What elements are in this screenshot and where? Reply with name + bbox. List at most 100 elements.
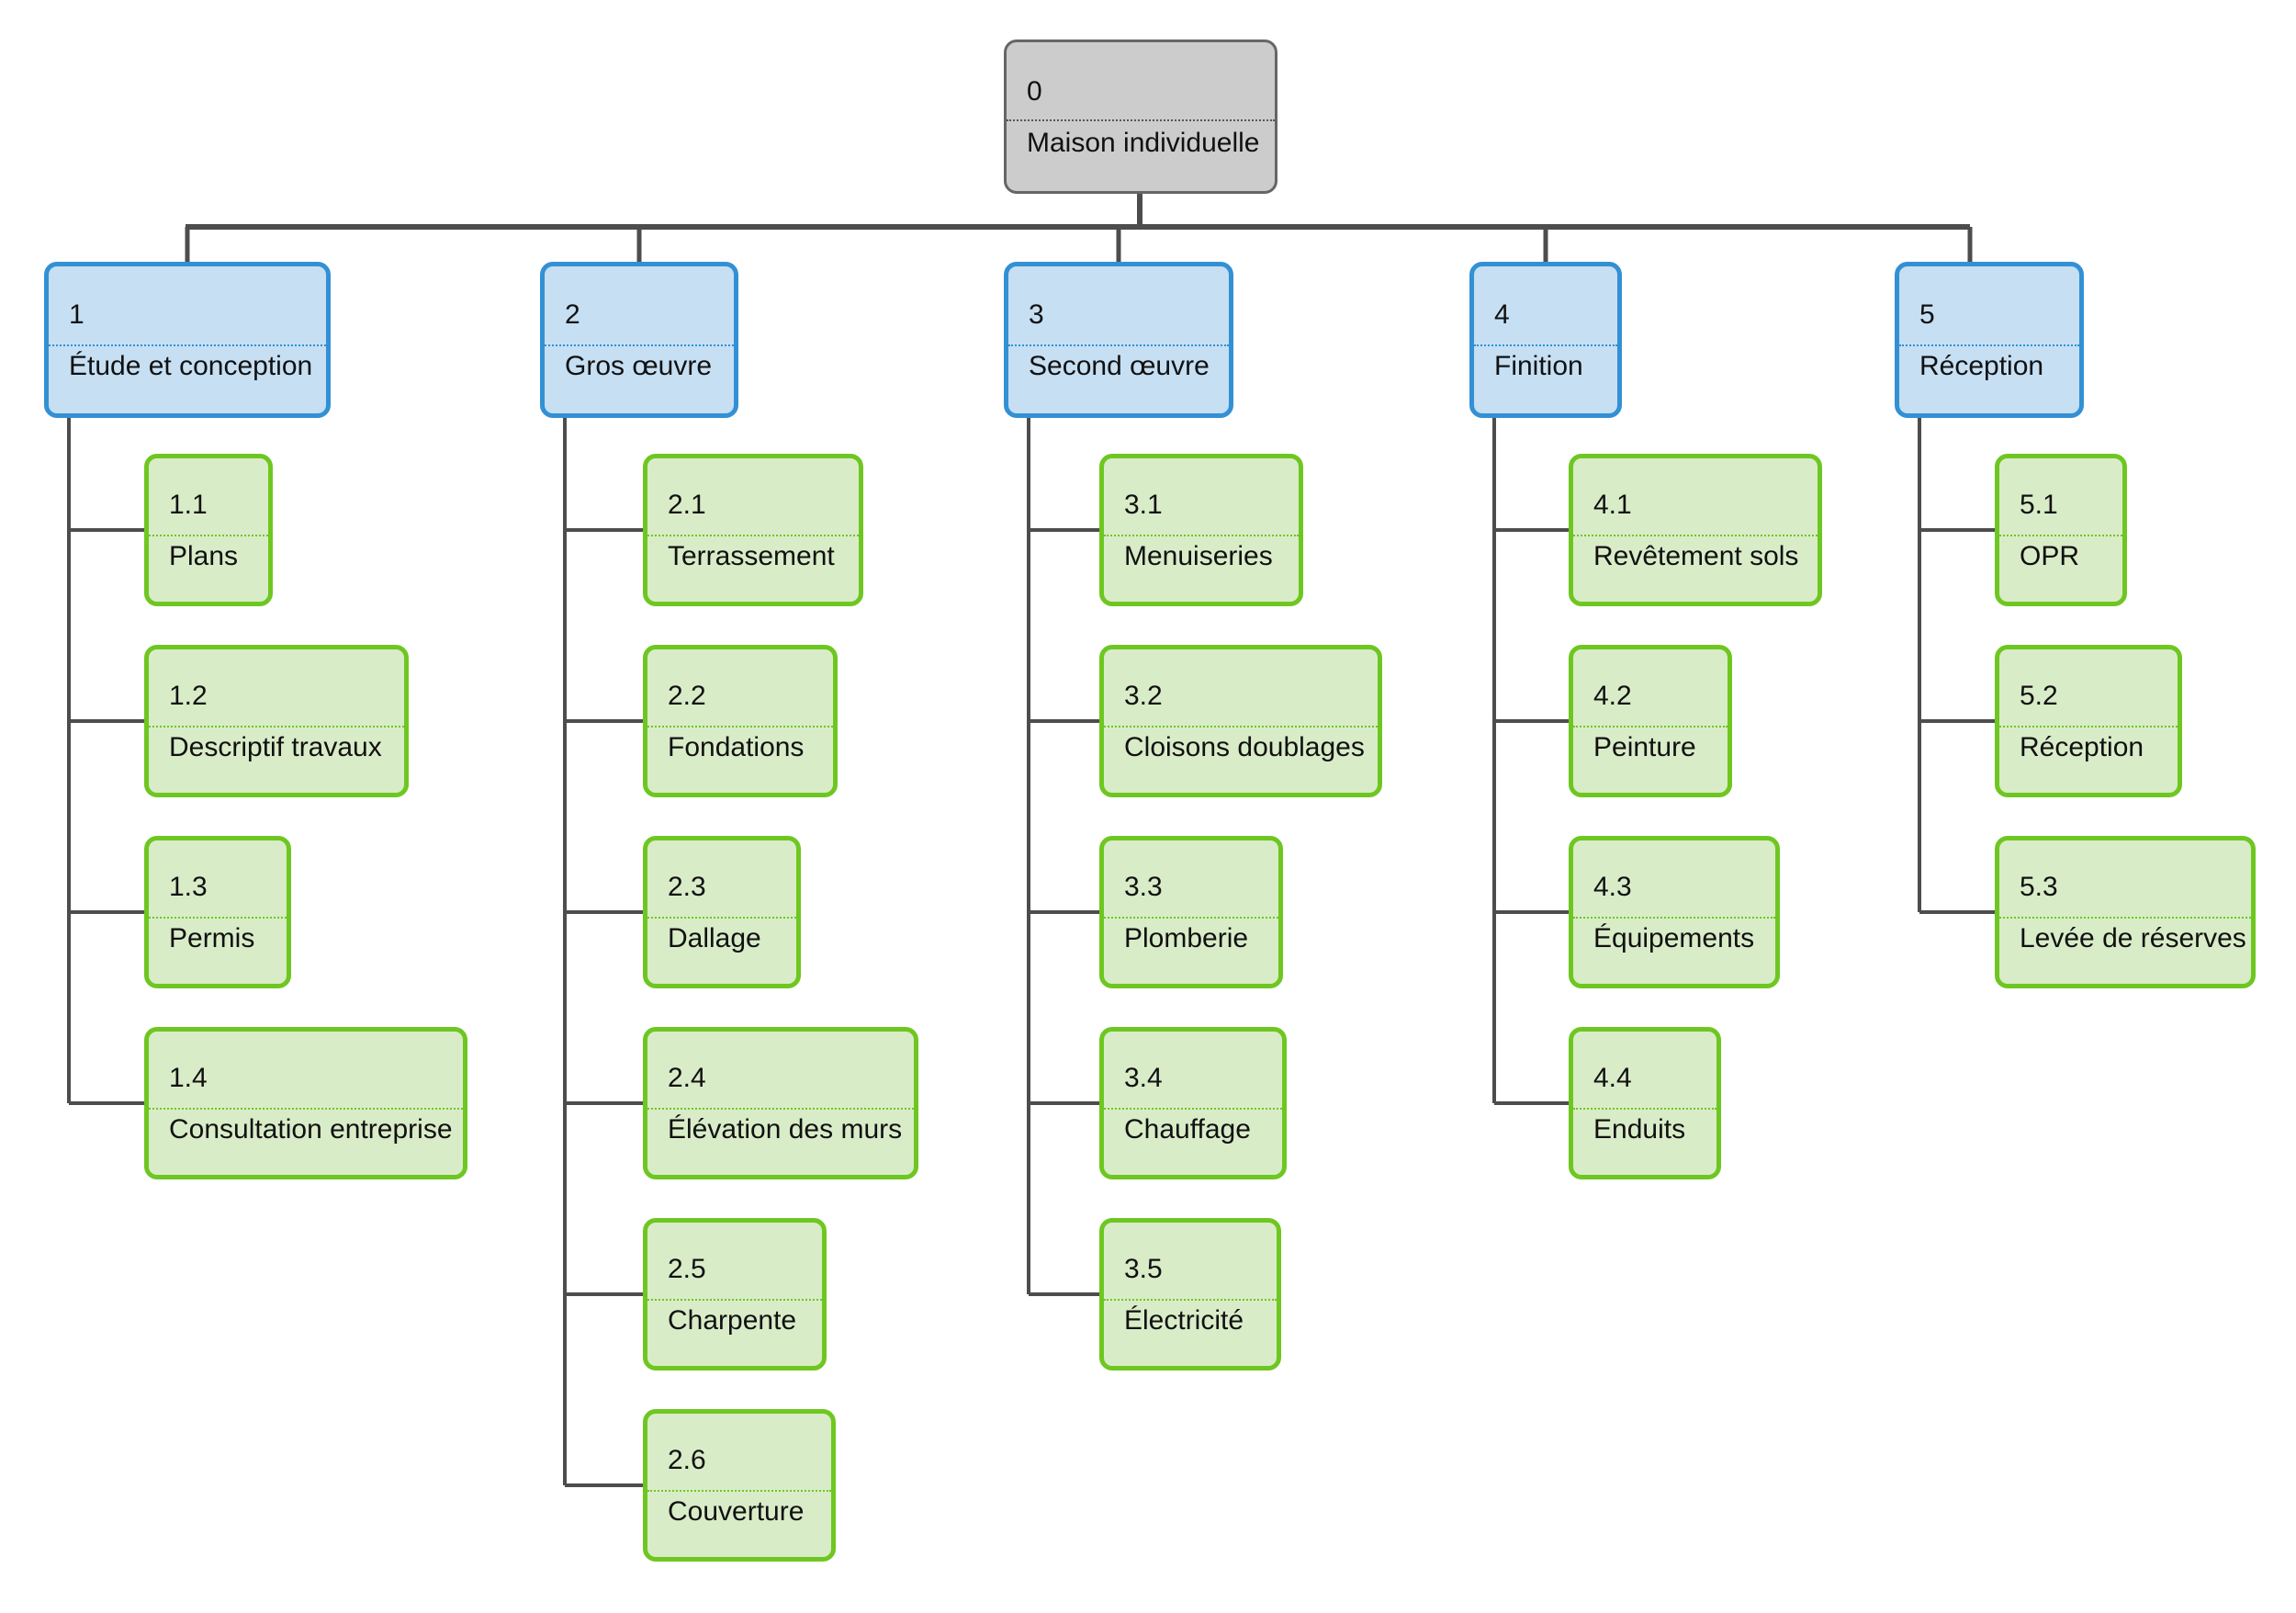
wbs-node-5-3-divider (1999, 917, 2251, 919)
wbs-node-4-3-code: 4.3 (1593, 872, 1632, 902)
wbs-node-5-label: Réception (1919, 351, 2044, 381)
wbs-node-5-3-label: Levée de réserves (2020, 923, 2246, 953)
wbs-node-5-2-code: 5.2 (2020, 681, 2058, 711)
wbs-node-1-code: 1 (69, 299, 84, 330)
wbs-node-3-5-label: Électricité (1124, 1305, 1244, 1336)
wbs-node-1-2-code: 1.2 (169, 681, 208, 711)
wbs-node-2-1-label: Terrassement (668, 541, 835, 571)
wbs-node-4-code: 4 (1494, 299, 1510, 330)
wbs-node-3-code: 3 (1029, 299, 1044, 330)
wbs-node-3-1-divider (1104, 535, 1299, 536)
wbs-node-2-code: 2 (565, 299, 580, 330)
wbs-node-5-3-code: 5.3 (2020, 872, 2058, 902)
wbs-node-2-3-divider (647, 917, 796, 919)
wbs-node-4-label: Finition (1494, 351, 1583, 381)
wbs-node-4-3-label: Équipements (1593, 923, 1755, 953)
wbs-node-1-1-code: 1.1 (169, 490, 208, 520)
wbs-node-1-4-label: Consultation entreprise (169, 1114, 453, 1145)
wbs-node-2-divider (545, 344, 734, 346)
wbs-node-2-5-label: Charpente (668, 1305, 797, 1336)
wbs-node-4-1-label: Revêtement sols (1593, 541, 1799, 571)
wbs-node-2-4-label: Élévation des murs (668, 1114, 903, 1145)
wbs-node-4-3-divider (1573, 917, 1775, 919)
wbs-node-1-2-label: Descriptif travaux (169, 732, 382, 762)
wbs-node-3-2-label: Cloisons doublages (1124, 732, 1365, 762)
wbs-node-1-3-divider (149, 917, 287, 919)
wbs-node-4-2-code: 4.2 (1593, 681, 1632, 711)
wbs-node-2-6-label: Couverture (668, 1496, 805, 1527)
wbs-node-4-4-code: 4.4 (1593, 1063, 1632, 1093)
wbs-node-2-1-divider (647, 535, 859, 536)
wbs-node-4-2-divider (1573, 726, 1728, 728)
wbs-node-1-divider (49, 344, 326, 346)
wbs-node-3-1-code: 3.1 (1124, 490, 1163, 520)
wbs-node-3-4-divider (1104, 1108, 1282, 1110)
wbs-node-4-4-divider (1573, 1108, 1716, 1110)
wbs-node-5-1-divider (1999, 535, 2122, 536)
wbs-node-3-5-divider (1104, 1299, 1277, 1301)
wbs-node-1-1-divider (149, 535, 268, 536)
wbs-node-3-3-code: 3.3 (1124, 872, 1163, 902)
wbs-node-2-2-label: Fondations (668, 732, 805, 762)
wbs-node-1-2-divider (149, 726, 404, 728)
wbs-node-1-3-label: Permis (169, 923, 255, 953)
wbs-node-2-4-divider (647, 1108, 914, 1110)
wbs-node-1-4-code: 1.4 (169, 1063, 208, 1093)
wbs-node-5-code: 5 (1919, 299, 1935, 330)
wbs-node-3-4-code: 3.4 (1124, 1063, 1163, 1093)
wbs-node-2-1-code: 2.1 (668, 490, 706, 520)
wbs-node-2-2-divider (647, 726, 833, 728)
wbs-node-3-divider (1008, 344, 1229, 346)
wbs-node-2-2-code: 2.2 (668, 681, 706, 711)
wbs-node-2-label: Gros œuvre (565, 351, 713, 381)
wbs-node-5-1-label: OPR (2020, 541, 2080, 571)
wbs-node-4-divider (1474, 344, 1617, 346)
wbs-node-2-4-code: 2.4 (668, 1063, 706, 1093)
wbs-node-2-5-code: 2.5 (668, 1254, 706, 1284)
wbs-node-3-label: Second œuvre (1029, 351, 1210, 381)
wbs-node-root-code: 0 (1027, 76, 1042, 107)
wbs-node-1-4-divider (149, 1108, 463, 1110)
wbs-node-3-3-label: Plomberie (1124, 923, 1249, 953)
wbs-node-3-2-code: 3.2 (1124, 681, 1163, 711)
wbs-node-3-3-divider (1104, 917, 1278, 919)
wbs-node-3-2-divider (1104, 726, 1378, 728)
wbs-node-5-divider (1899, 344, 2079, 346)
wbs-node-5-2-divider (1999, 726, 2178, 728)
wbs-node-2-6-divider (647, 1490, 831, 1492)
wbs-node-3-1-label: Menuiseries (1124, 541, 1273, 571)
wbs-node-5-2-label: Réception (2020, 732, 2144, 762)
wbs-node-root-divider (1007, 119, 1275, 121)
wbs-node-2-3-code: 2.3 (668, 872, 706, 902)
